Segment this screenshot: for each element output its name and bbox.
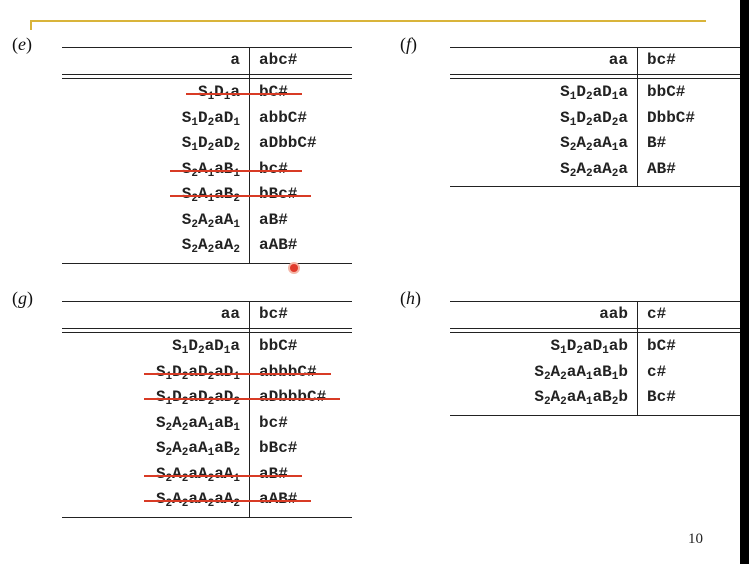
table-top-rule	[62, 47, 352, 48]
header-left-cell: aa	[608, 51, 628, 69]
row-derivation: S1D2aD1a	[172, 337, 240, 357]
row-derivation: S2A2aA2aA2	[155, 490, 240, 510]
row-remaining-input: c#	[647, 362, 667, 381]
row-remaining-input: bc#	[259, 413, 288, 432]
top-accent-rule-tick	[30, 20, 32, 30]
row-remaining-input: bc#	[259, 159, 288, 178]
header-right-cell: abc#	[259, 51, 298, 69]
table-header-rule	[450, 74, 740, 79]
header-left-cell: aab	[599, 305, 628, 323]
table-top-rule	[62, 301, 352, 302]
header-right-cell: bc#	[259, 305, 288, 323]
row-derivation: S2A2aA2aA1	[155, 464, 240, 485]
strikethrough-line	[143, 474, 302, 477]
strikethrough-line	[143, 500, 312, 502]
row-remaining-input: Bc#	[647, 388, 676, 406]
row-remaining-input: bC#	[647, 337, 676, 355]
table-bottom-rule	[450, 414, 740, 416]
table-top-rule	[450, 47, 740, 48]
row-derivation: S1D2aD1a	[560, 83, 628, 103]
table-column-divider	[637, 301, 638, 415]
row-remaining-input: abbC#	[259, 108, 308, 127]
panel-label-h: (h)	[400, 288, 421, 308]
panel-label-f: (f)	[400, 34, 418, 54]
header-right-cell: bc#	[647, 51, 676, 69]
table-column-divider	[637, 47, 638, 186]
strikethrough-line	[169, 195, 312, 197]
row-derivation: S2A1aB1	[181, 159, 240, 180]
strikethrough-line	[185, 93, 302, 95]
row-derivation: S1D2aD2	[181, 134, 240, 154]
row-derivation: S2A2aA1aB2	[155, 439, 240, 459]
row-remaining-input: bbC#	[259, 337, 298, 355]
row-remaining-input: aB#	[259, 210, 288, 229]
page-number: 10	[688, 531, 703, 547]
row-derivation: S2A2aA2	[181, 236, 240, 256]
table-top-rule	[450, 301, 740, 302]
row-derivation: S2A2aA1	[181, 210, 240, 231]
row-remaining-input: aB#	[259, 464, 288, 483]
row-remaining-input: DbbC#	[647, 108, 696, 127]
row-remaining-input: abbbC#	[259, 362, 317, 381]
row-derivation: S2A1aB2	[181, 185, 240, 205]
header-right-cell: c#	[647, 305, 667, 323]
row-remaining-input: bBc#	[259, 439, 298, 457]
row-remaining-input: bBc#	[259, 185, 298, 203]
row-derivation: S1D2aD2a	[560, 108, 628, 129]
laser-pointer-dot	[290, 264, 298, 272]
table-bottom-rule	[62, 516, 352, 518]
row-derivation: S2A2aA1aB1b	[534, 362, 628, 383]
row-derivation: S1D2aD2aD1	[155, 362, 240, 383]
row-remaining-input: AB#	[647, 159, 676, 178]
header-left-cell: aa	[220, 305, 240, 323]
header-left-cell: a	[230, 51, 240, 69]
row-remaining-input: B#	[647, 134, 667, 152]
strikethrough-line	[143, 398, 341, 400]
row-derivation: S1D2aD1ab	[550, 337, 628, 357]
table-column-divider	[249, 301, 250, 517]
row-derivation: S2A2aA1a	[560, 134, 628, 154]
panel-label-e: (e)	[12, 34, 32, 54]
row-derivation: S2A2aA1aB1	[155, 413, 240, 434]
table-header-rule	[62, 328, 352, 333]
table-header-rule	[62, 74, 352, 79]
table-column-divider	[249, 47, 250, 263]
panel-label-g: (g)	[12, 288, 33, 308]
table-bottom-rule	[62, 262, 352, 264]
table-bottom-rule	[450, 186, 740, 187]
strikethrough-line	[169, 169, 302, 172]
top-accent-rule	[30, 20, 706, 22]
row-derivation: S1D1a	[197, 83, 240, 103]
row-derivation: S2A2aA2a	[560, 159, 628, 180]
strikethrough-line	[143, 372, 331, 375]
row-derivation: S1D2aD1	[181, 108, 240, 129]
row-derivation: S1D2aD2aD2	[155, 388, 240, 408]
row-remaining-input: aAB#	[259, 236, 298, 254]
row-derivation: S2A2aA1aB2b	[534, 388, 628, 408]
row-remaining-input: aAB#	[259, 490, 298, 508]
row-remaining-input: aDbbC#	[259, 134, 317, 152]
row-remaining-input: bbC#	[647, 83, 686, 101]
row-remaining-input: aDbbbC#	[259, 388, 327, 406]
table-header-rule	[450, 328, 740, 333]
row-remaining-input: bC#	[259, 83, 288, 101]
